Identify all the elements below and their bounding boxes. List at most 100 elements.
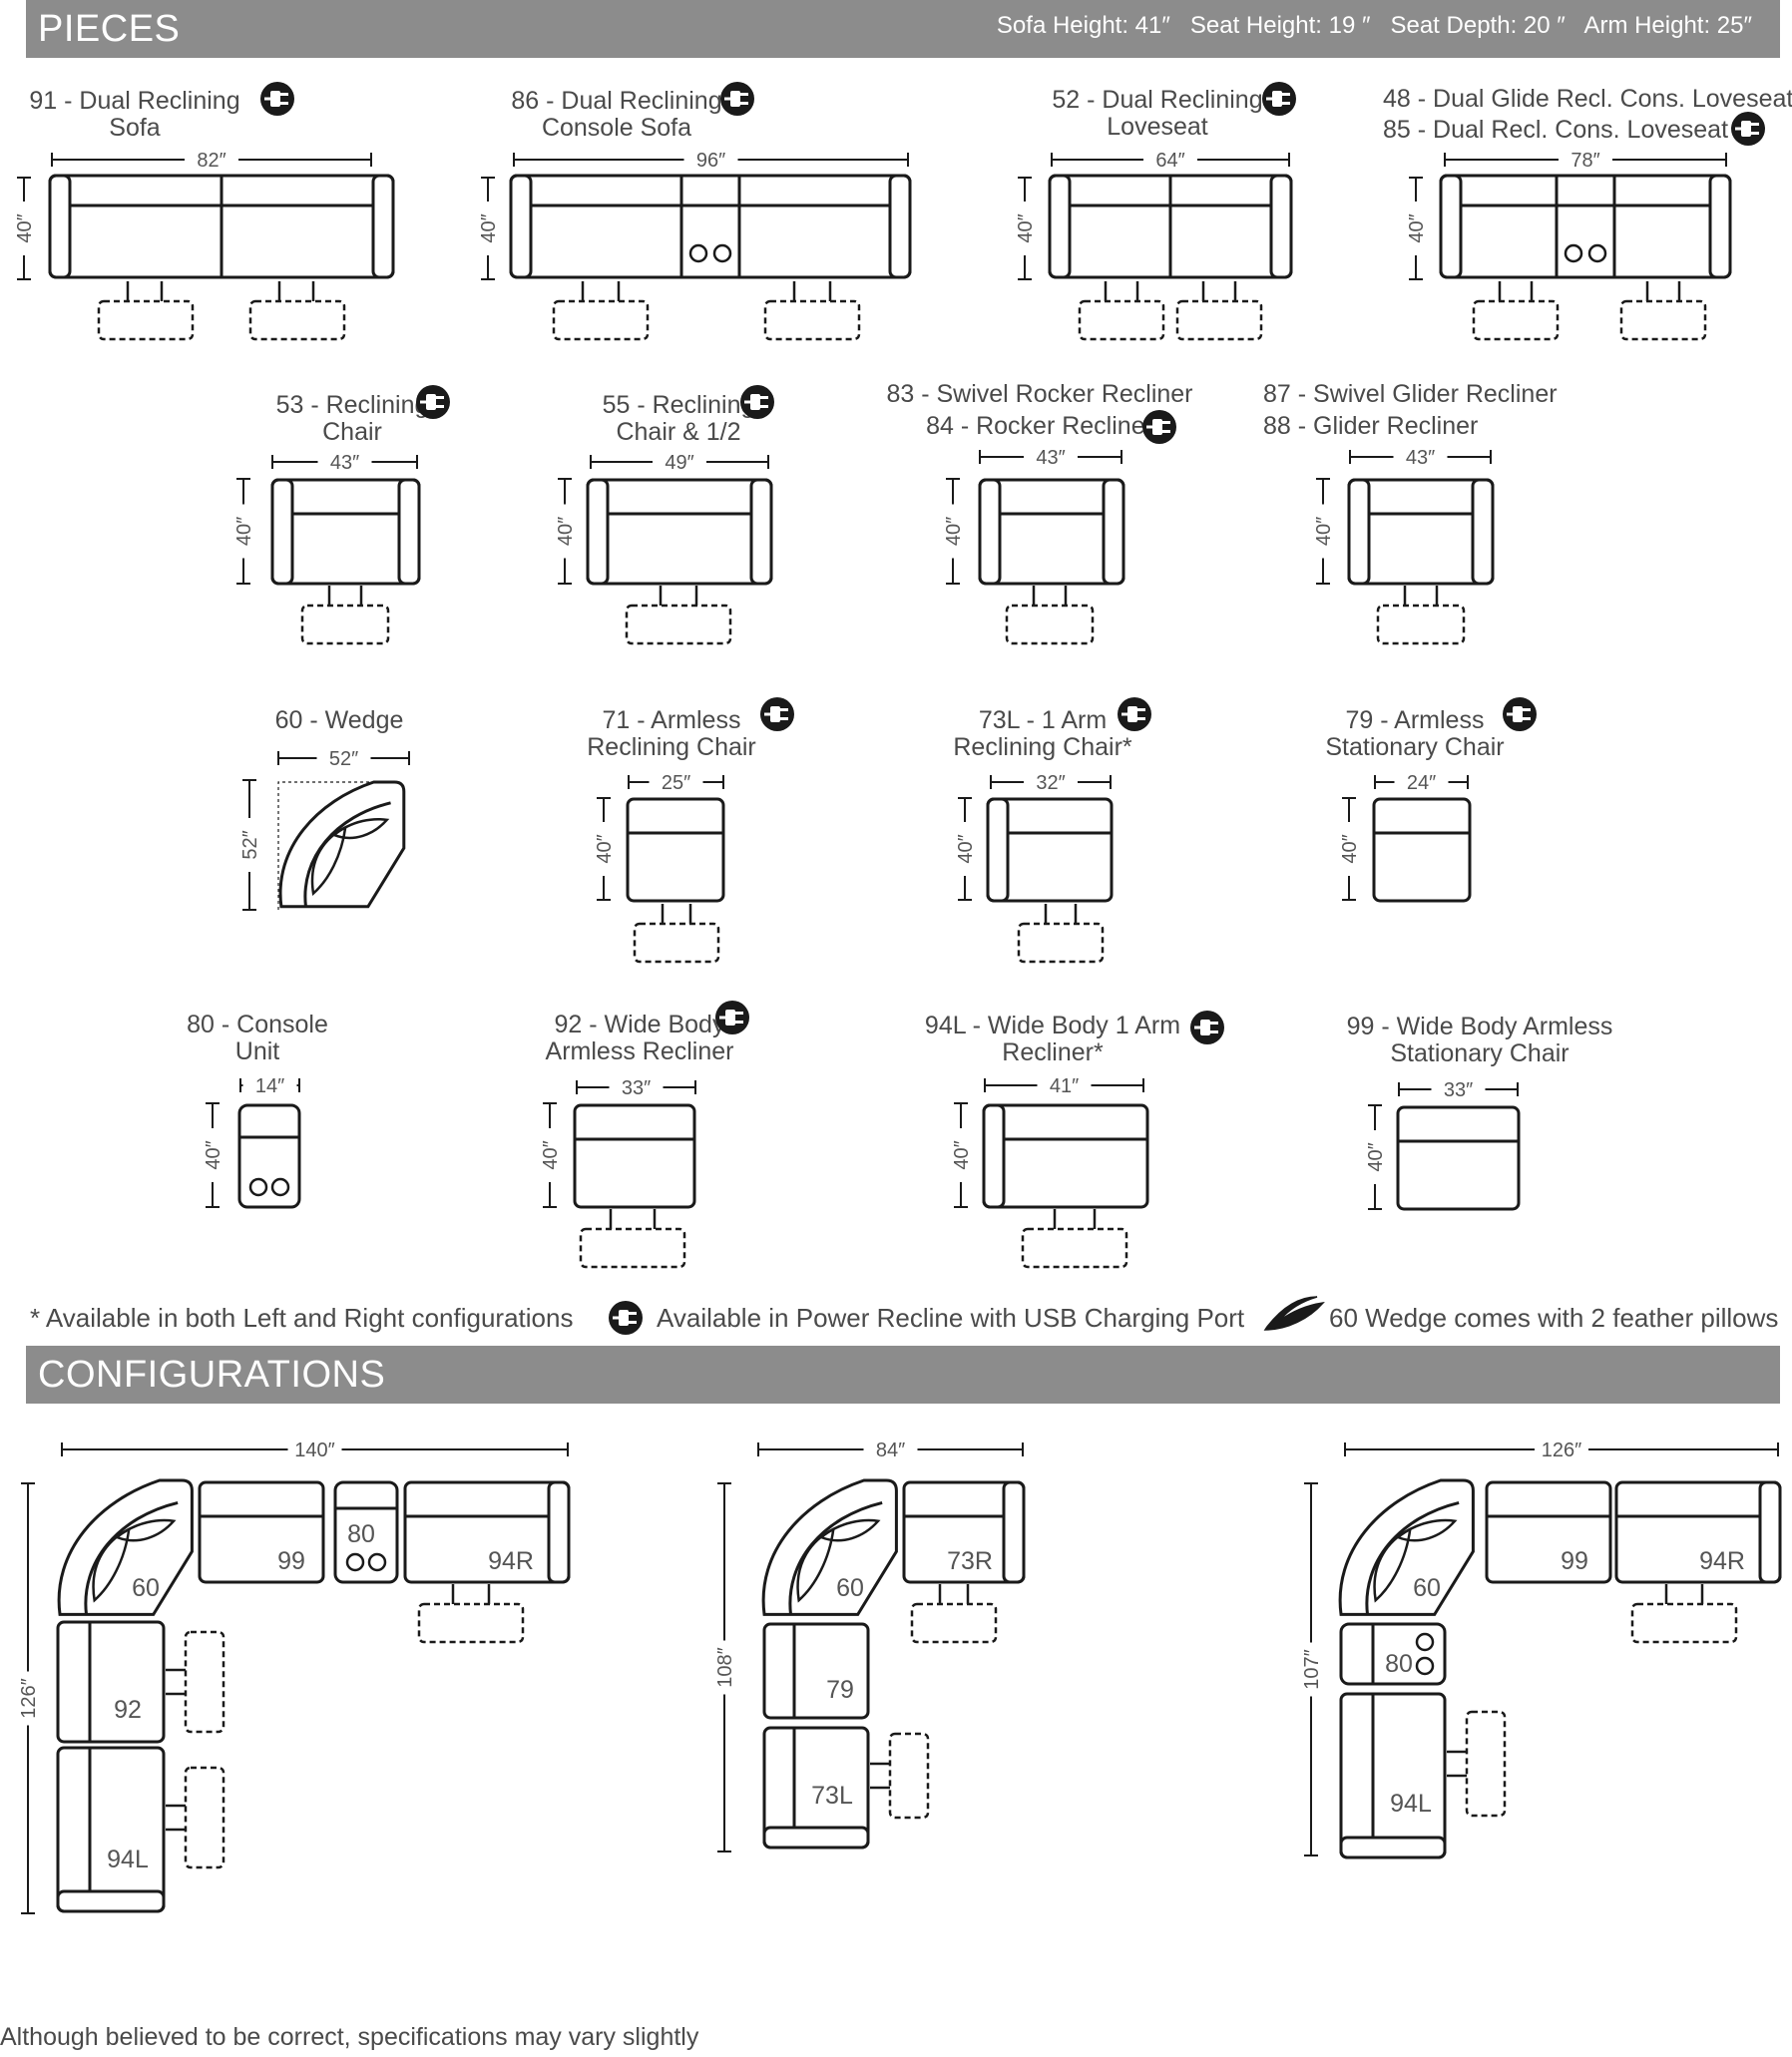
cupholder — [1564, 243, 1583, 263]
width-dimension: 126″ — [1542, 1440, 1581, 1461]
feather-pillow — [818, 1518, 881, 1542]
config-piece-label: 60 — [132, 1574, 160, 1602]
outline — [978, 478, 1125, 586]
config-piece-label: 94R — [488, 1547, 534, 1575]
config-piece-label: 60 — [1413, 1574, 1441, 1602]
outline — [509, 174, 912, 279]
piece-87-88-glider-recliners: 87 - Swivel Glider Recliner 88 - Glider R… — [1263, 380, 1558, 645]
footrest-outline — [1017, 922, 1105, 964]
power-plug-icon — [416, 385, 450, 419]
depth-dimension: 40″ — [1406, 213, 1428, 242]
footrest-outline — [579, 1227, 686, 1269]
config-piece-label: 80 — [1385, 1650, 1413, 1678]
feather-icon — [1263, 1296, 1325, 1331]
outline — [56, 1620, 166, 1744]
piece-name: Reclining Chair* — [953, 733, 1132, 761]
wedge-outline — [57, 1478, 194, 1616]
depth-dimension: 108″ — [714, 1647, 736, 1687]
width-dimension: 33″ — [1444, 1079, 1473, 1101]
outline — [1339, 1622, 1447, 1686]
piece-name: 91 - Dual Reclining — [29, 87, 239, 115]
outline — [1339, 1836, 1447, 1859]
footrest-outline — [1472, 299, 1560, 341]
outline — [1347, 478, 1371, 586]
outline — [1396, 1105, 1521, 1211]
outline — [978, 478, 1002, 586]
piece-name: 88 - Glider Recliner — [1263, 412, 1478, 440]
piece-name: 71 - Armless — [603, 706, 741, 734]
disclaimer: Although believed to be correct, specifi… — [0, 2023, 699, 2051]
config-piece-label: 99 — [277, 1547, 305, 1575]
width-dimension: 64″ — [1155, 150, 1184, 172]
cupholder — [1415, 1656, 1435, 1676]
power-plug-icon — [720, 82, 754, 116]
footrest-outline — [888, 1732, 930, 1820]
power-plug-icon — [760, 697, 794, 731]
outline — [573, 1103, 696, 1209]
outline — [1439, 174, 1732, 279]
config-piece-label: 60 — [836, 1574, 864, 1602]
outline — [403, 1480, 571, 1584]
outline — [371, 174, 395, 279]
outline — [982, 1103, 1006, 1209]
width-dimension: 33″ — [622, 1077, 651, 1099]
depth-dimension: 40″ — [233, 517, 255, 546]
depth-dimension: 40″ — [1015, 213, 1037, 242]
depth-dimension: 40″ — [540, 1140, 562, 1169]
footrest-outline — [1175, 299, 1263, 341]
power-plug-icon — [740, 385, 774, 419]
depth-dimension: 40″ — [1339, 834, 1361, 863]
width-dimension: 32″ — [1036, 772, 1065, 794]
footrest-outline — [552, 299, 650, 341]
left-right-note: * Available in both Left and Right confi… — [30, 1303, 574, 1333]
width-dimension: 96″ — [696, 150, 725, 172]
outline — [762, 1622, 870, 1720]
outline — [56, 1889, 166, 1913]
outline — [237, 1103, 301, 1209]
piece-name: 53 - Reclining — [276, 391, 429, 419]
footrest-outline — [910, 1602, 998, 1644]
piece-name: 87 - Swivel Glider Recliner — [1263, 380, 1558, 408]
piece-name: Chair & 1/2 — [616, 418, 740, 446]
config-piece-label: 94R — [1699, 1547, 1745, 1575]
depth-dimension: 40″ — [1365, 1142, 1387, 1171]
piece-name: 55 - Reclining — [603, 391, 755, 419]
wedge-outline — [1338, 1478, 1475, 1616]
footrest-outline — [184, 1766, 225, 1869]
power-plug-icon — [1190, 1011, 1224, 1044]
outline — [888, 174, 912, 279]
depth-dimension: 40″ — [943, 517, 965, 546]
cupholder — [712, 243, 732, 263]
piece-name: 92 - Wide Body — [555, 1011, 725, 1038]
feather-pillow — [1395, 1518, 1458, 1542]
piece-name: Loveseat — [1107, 113, 1208, 141]
footrest-outline — [1078, 299, 1165, 341]
depth-dimension: 40″ — [14, 213, 36, 242]
feather-note: 60 Wedge comes with 2 feather pillows — [1329, 1303, 1779, 1333]
outline — [1269, 174, 1293, 279]
outline — [1758, 1480, 1782, 1584]
footrest-outline — [1619, 299, 1707, 341]
legend-row: * Available in both Left and Right confi… — [30, 1303, 573, 1334]
power-plug-icon — [1731, 112, 1765, 146]
depth-dimension: 126″ — [18, 1678, 40, 1718]
config-piece-label: 94L — [107, 1846, 149, 1873]
power-plug-icon — [260, 82, 294, 116]
outline — [986, 797, 1010, 903]
outline — [270, 478, 421, 586]
wedge-bounds — [277, 781, 389, 910]
piece-name: 48 - Dual Glide Recl. Cons. Loveseat — [1383, 85, 1792, 113]
depth-dimension: 107″ — [1301, 1649, 1323, 1689]
